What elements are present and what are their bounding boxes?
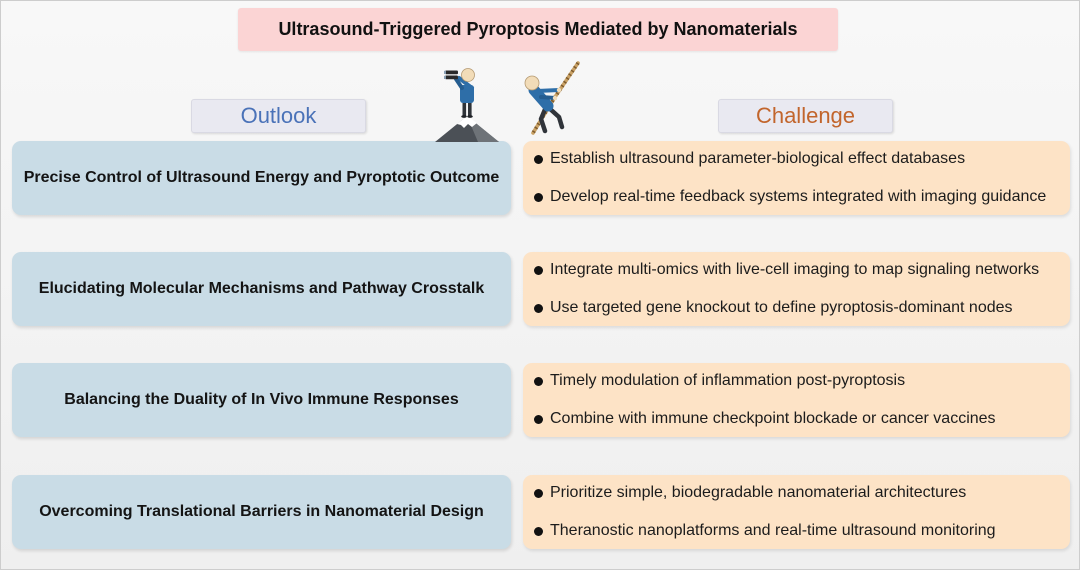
challenge-item: Use targeted gene knockout to define pyr…	[523, 298, 1070, 318]
outlook-text: Elucidating Molecular Mechanisms and Pat…	[38, 280, 485, 297]
bullet-icon	[534, 154, 543, 164]
challenge-box: Prioritize simple, biodegradable nanomat…	[523, 475, 1070, 549]
challenge-text: Timely modulation of inflammation post-p…	[550, 372, 906, 389]
outlook-box: Elucidating Molecular Mechanisms and Pat…	[12, 252, 511, 326]
title-box: Ultrasound-Triggered Pyroptosis Mediated…	[238, 8, 838, 51]
bullet-icon	[534, 303, 543, 313]
challenge-text: Use targeted gene knockout to define pyr…	[550, 299, 1013, 316]
binoculars-icon	[444, 70, 458, 80]
bullet-icon	[534, 526, 543, 536]
challenge-item: Theranostic nanoplatforms and real-time …	[523, 521, 1070, 541]
arm	[535, 88, 561, 93]
lookout-person-icon	[454, 68, 475, 118]
diagram-title: Ultrasound-Triggered Pyroptosis Mediated…	[278, 19, 798, 39]
mountain-icon	[435, 116, 499, 142]
challenge-header-label: Challenge	[755, 103, 856, 128]
hand	[556, 87, 562, 93]
outlook-box: Balancing the Duality of In Vivo Immune …	[12, 363, 511, 437]
challenge-text: Integrate multi-omics with live-cell ima…	[550, 261, 1040, 278]
hand	[552, 95, 558, 101]
challenge-box: Integrate multi-omics with live-cell ima…	[523, 252, 1070, 326]
outlook-text: Balancing the Duality of In Vivo Immune …	[64, 391, 459, 408]
row-1: Precise Control of Ultrasound Energy and…	[1, 141, 1079, 215]
snow-cap	[457, 116, 477, 128]
leg	[538, 104, 549, 134]
challenge-item: Timely modulation of inflammation post-p…	[523, 371, 1070, 391]
challenge-item: Establish ultrasound parameter-biologica…	[523, 149, 1070, 169]
bullet-icon	[534, 488, 543, 498]
challenge-text: Establish ultrasound parameter-biologica…	[550, 150, 966, 167]
leg	[546, 105, 565, 130]
mountain-lookout-icon	[435, 68, 499, 142]
challenge-text: Prioritize simple, biodegradable nanomat…	[550, 484, 967, 501]
outlook-box: Overcoming Translational Barriers in Nan…	[12, 475, 511, 549]
challenge-header: Challenge	[718, 99, 893, 133]
outlook-box: Precise Control of Ultrasound Energy and…	[12, 141, 511, 215]
challenge-item: Combine with immune checkpoint blockade …	[523, 409, 1070, 429]
challenge-text: Develop real-time feedback systems integ…	[550, 188, 1047, 205]
head	[461, 68, 475, 82]
row-3: Balancing the Duality of In Vivo Immune …	[1, 363, 1079, 437]
bullet-icon	[534, 414, 543, 424]
outlook-text: Overcoming Translational Barriers in Nan…	[39, 503, 484, 520]
challenge-item: Prioritize simple, biodegradable nanomat…	[523, 483, 1070, 503]
challenge-box: Establish ultrasound parameter-biologica…	[523, 141, 1070, 215]
climber-person-icon	[524, 75, 565, 134]
challenge-text: Theranostic nanoplatforms and real-time …	[550, 522, 996, 539]
bullet-icon	[534, 192, 543, 202]
head	[524, 75, 540, 91]
row-4: Overcoming Translational Barriers in Nan…	[1, 475, 1079, 549]
outlook-header-label: Outlook	[240, 103, 317, 128]
challenge-item: Develop real-time feedback systems integ…	[523, 187, 1070, 207]
challenge-text: Combine with immune checkpoint blockade …	[550, 410, 996, 427]
arm	[539, 95, 557, 100]
rope-climber-icon	[524, 61, 580, 135]
row-2: Elucidating Molecular Mechanisms and Pat…	[1, 252, 1079, 326]
outlook-header: Outlook	[191, 99, 366, 133]
challenge-item: Integrate multi-omics with live-cell ima…	[523, 260, 1070, 280]
outlook-text: Precise Control of Ultrasound Energy and…	[23, 169, 500, 186]
bullet-icon	[534, 376, 543, 386]
bullet-icon	[534, 265, 543, 275]
challenge-box: Timely modulation of inflammation post-p…	[523, 363, 1070, 437]
